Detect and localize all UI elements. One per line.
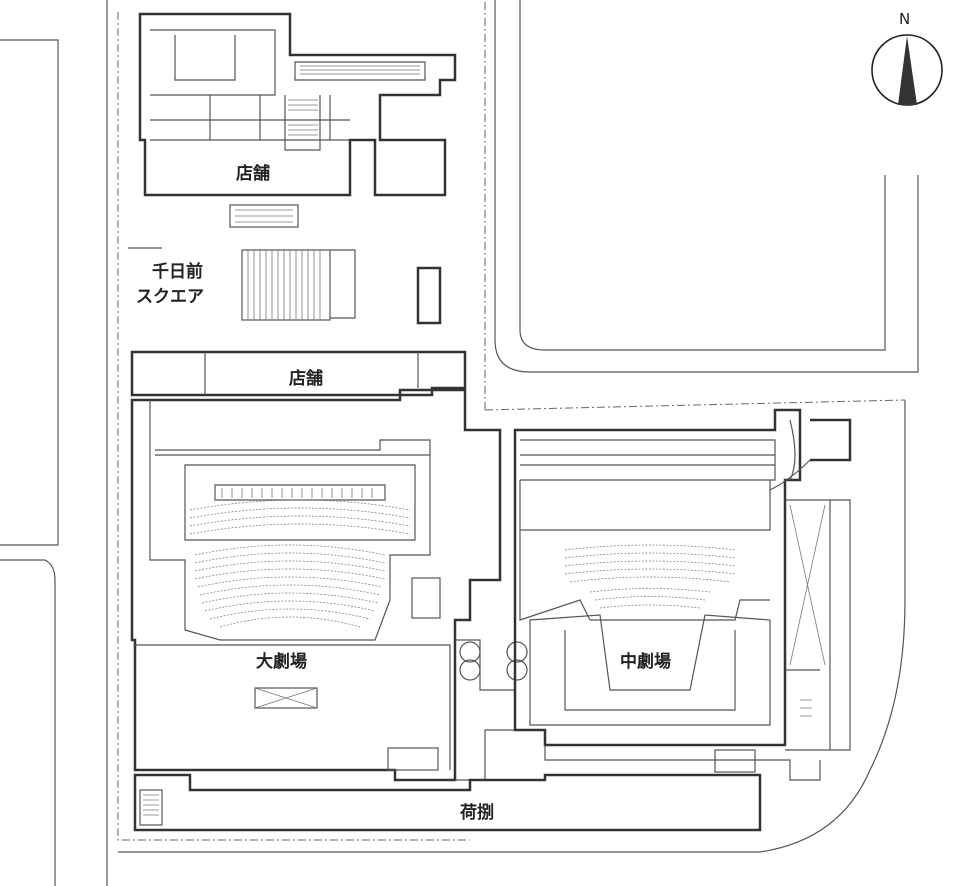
east-wing — [769, 418, 852, 751]
main-theater-label: 大劇場 — [256, 652, 307, 672]
middle-theater-seating — [564, 544, 736, 609]
compass-north-label: N — [899, 10, 911, 28]
loading-dock — [133, 773, 762, 832]
north-arrow-icon — [871, 34, 943, 106]
south-shop-block — [130, 350, 467, 397]
square — [128, 247, 442, 325]
shop-south-label: 店舗 — [289, 369, 323, 389]
street-lines — [0, 0, 906, 886]
main-theater-block — [130, 388, 502, 782]
loading-label: 荷捌 — [460, 803, 494, 823]
empty-lot — [494, 0, 919, 373]
middle-theater-label: 中劇場 — [620, 652, 671, 672]
main-theater-seating — [189, 499, 411, 628]
middle-theater-block — [513, 408, 821, 781]
square-label-line2: スクエア — [136, 287, 204, 307]
shop-north-label: 店舗 — [236, 164, 270, 184]
square-label-line1: 千日前 — [152, 262, 203, 282]
north-building — [138, 12, 457, 228]
